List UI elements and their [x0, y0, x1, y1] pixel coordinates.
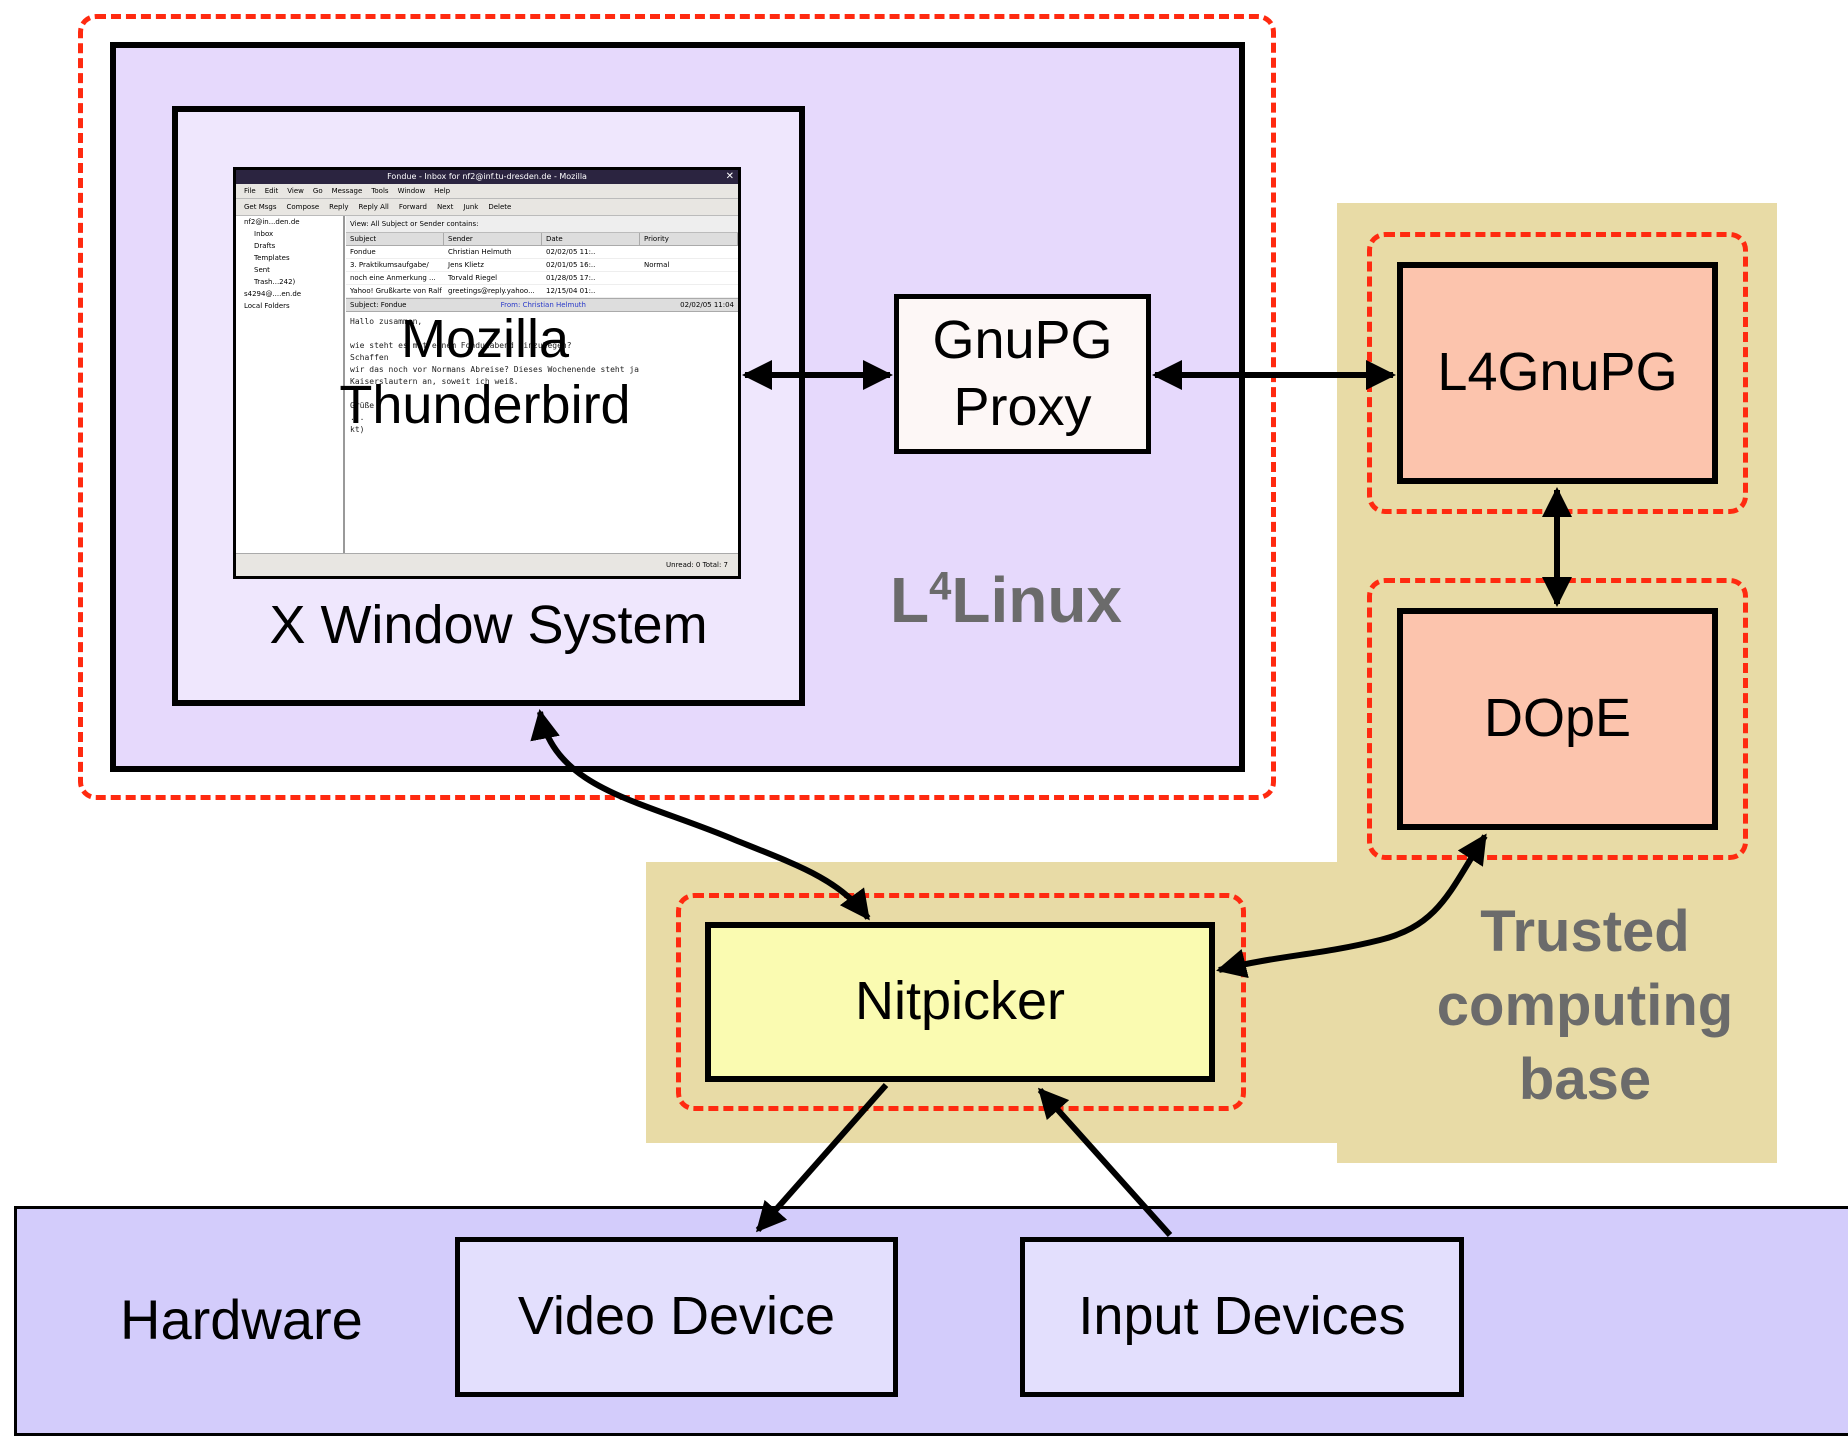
tcb-label-line2: computing: [1436, 973, 1734, 1038]
reply-button[interactable]: Reply: [329, 203, 349, 211]
gnupg-proxy-box: GnuPG Proxy: [894, 294, 1151, 454]
thunderbird-toolbar: Get Msgs Compose Reply Reply All Forward Next…: [236, 199, 738, 216]
row-date: 12/15/04 01:..: [546, 287, 596, 295]
message-header: Subject: Fondue From: Christian Helmuth …: [346, 298, 738, 312]
row-priority: [640, 285, 738, 297]
message-pane: View: All Subject or Sender contains: Su…: [346, 216, 738, 556]
row-sender: Jens Klietz: [448, 261, 484, 269]
message-row[interactable]: Yahoo! Grußkarte von Ralf S... greetings@…: [346, 285, 738, 298]
message-row[interactable]: Fondue Christian Helmuth 02/02/05 11:..: [346, 246, 738, 259]
message-row[interactable]: 3. Praktikumsaufgabe/ Nacht... Jens Kliet…: [346, 259, 738, 272]
tcb-label: Trusted computing base: [1420, 895, 1750, 1117]
tcb-label-line3: base: [1518, 1047, 1652, 1112]
video-device-box: Video Device: [455, 1237, 898, 1397]
menu-go[interactable]: Go: [312, 187, 323, 195]
folder-pane: nf2@in...den.de Inbox Drafts Templates S…: [236, 216, 345, 556]
get-msgs-button[interactable]: Get Msgs: [244, 203, 277, 211]
thunderbird-screenshot: Fondue - Inbox for nf2@inf.tu-dresden.de…: [233, 167, 741, 579]
folder-item[interactable]: s4294@....en.de: [244, 290, 302, 298]
l4gnupg-box: L4GnuPG: [1397, 262, 1718, 484]
folder-item[interactable]: Local Folders: [244, 302, 290, 310]
junk-button[interactable]: Junk: [463, 203, 479, 211]
folder-item[interactable]: Sent: [254, 266, 270, 274]
message-row[interactable]: noch eine Anmerkung ... Torvald Riegel 01/…: [346, 272, 738, 285]
menu-message[interactable]: Message: [331, 187, 363, 195]
mozilla-label-line1: Mozilla: [400, 309, 570, 369]
message-from[interactable]: From: Christian Helmuth: [500, 301, 586, 309]
folder-item[interactable]: nf2@in...den.de: [244, 218, 300, 226]
row-priority: Normal: [644, 261, 670, 269]
row-sender: Christian Helmuth: [448, 248, 512, 256]
hardware-layer: [14, 1206, 1848, 1436]
menu-edit[interactable]: Edit: [264, 187, 279, 195]
column-priority[interactable]: Priority: [640, 233, 738, 245]
folder-item[interactable]: Drafts: [254, 242, 276, 250]
nitpicker-box: Nitpicker: [705, 922, 1215, 1082]
row-subject: Fondue: [350, 248, 376, 256]
forward-button[interactable]: Forward: [398, 203, 427, 211]
row-sender: Torvald Riegel: [448, 274, 498, 282]
row-priority: [640, 246, 738, 258]
menu-view[interactable]: View: [287, 187, 304, 195]
thunderbird-menubar: File Edit View Go Message Tools Window Help: [236, 184, 738, 199]
close-icon[interactable]: ✕: [725, 171, 734, 182]
row-subject: 3. Praktikumsaufgabe/ Nacht...: [350, 261, 429, 269]
mozilla-thunderbird-label: Mozilla Thunderbird: [305, 306, 665, 438]
delete-button[interactable]: Delete: [488, 203, 512, 211]
menu-file[interactable]: File: [244, 187, 256, 195]
row-subject: noch eine Anmerkung ...: [350, 274, 436, 282]
hardware-label: Hardware: [120, 1288, 363, 1351]
thunderbird-statusbar: Unread: 0 Total: 7: [236, 553, 738, 576]
l4linux-label-rest: Linux: [951, 564, 1122, 636]
row-date: 01/28/05 17:..: [546, 274, 596, 282]
search-bar[interactable]: View: All Subject or Sender contains:: [346, 216, 738, 233]
column-date[interactable]: Date: [542, 233, 640, 245]
next-button[interactable]: Next: [437, 203, 454, 211]
dope-box: DOpE: [1397, 608, 1718, 830]
column-subject[interactable]: Subject: [346, 233, 444, 245]
thunderbird-titlebar: Fondue - Inbox for nf2@inf.tu-dresden.de…: [236, 170, 738, 184]
gnupg-proxy-line1: GnuPG: [932, 309, 1113, 370]
gnupg-proxy-line2: Proxy: [953, 377, 1092, 437]
row-date: 02/01/05 16:..: [546, 261, 596, 269]
row-priority: [640, 272, 738, 284]
row-sender: greetings@reply.yahoo...: [448, 287, 535, 295]
column-sender[interactable]: Sender: [444, 233, 542, 245]
row-date: 02/02/05 11:..: [546, 248, 596, 256]
tcb-label-line1: Trusted: [1480, 899, 1690, 964]
menu-window[interactable]: Window: [397, 187, 426, 195]
message-subject: Subject: Fondue: [350, 301, 407, 309]
folder-item[interactable]: Trash...242): [254, 278, 296, 286]
folder-item[interactable]: Templates: [254, 254, 290, 262]
mozilla-label-line2: Thunderbird: [339, 375, 631, 435]
thunderbird-title: Fondue - Inbox for nf2@inf.tu-dresden.de…: [387, 172, 587, 181]
l4linux-label-base: L: [890, 564, 930, 636]
row-subject: Yahoo! Grußkarte von Ralf S...: [350, 287, 442, 295]
message-body: Hallo zusammen, wie steht es mit einem F…: [350, 317, 639, 434]
folder-item[interactable]: Inbox: [254, 230, 274, 238]
compose-button[interactable]: Compose: [286, 203, 320, 211]
menu-tools[interactable]: Tools: [371, 187, 389, 195]
message-date: 02/02/05 11:04: [680, 301, 734, 309]
nitpicker-dashed-boundary: [676, 893, 1246, 1111]
input-devices-box: Input Devices: [1020, 1237, 1464, 1397]
l4linux-label-sup: 4: [929, 564, 952, 609]
l4linux-label: L4Linux: [890, 563, 1122, 637]
reply-all-button[interactable]: Reply All: [358, 203, 389, 211]
xwindow-label: X Window System: [269, 595, 708, 655]
menu-help[interactable]: Help: [434, 187, 451, 195]
message-list-header: Subject Sender Date Priority: [346, 233, 738, 246]
